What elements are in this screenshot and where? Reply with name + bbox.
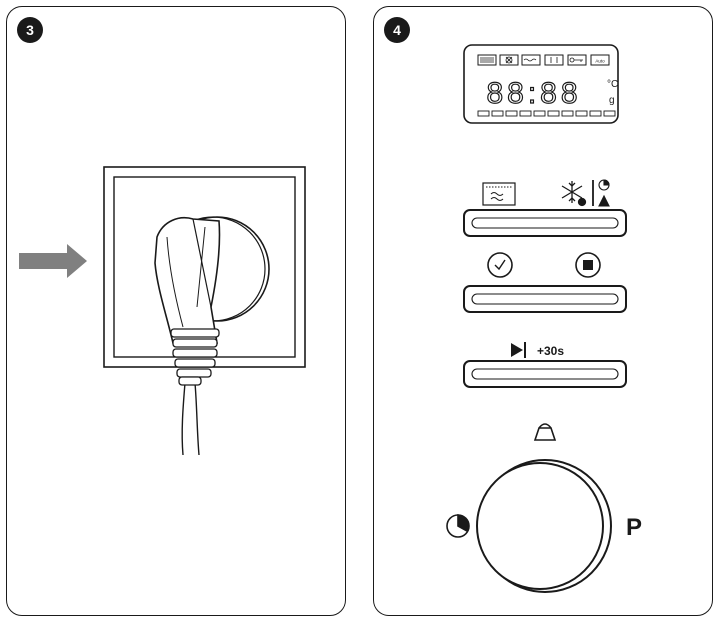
auto-icon <box>590 54 610 66</box>
stop-icon <box>575 252 601 278</box>
weight-icon <box>533 423 557 441</box>
program-label: P <box>626 514 642 541</box>
clock-icon <box>487 252 513 278</box>
plug-head <box>154 217 221 344</box>
timer-weight-icon <box>598 179 610 207</box>
display-unit-temp: °C <box>607 79 618 90</box>
timer-icon <box>446 514 470 538</box>
defrost-icon <box>561 180 594 207</box>
display-segment-row <box>477 110 616 117</box>
power-cable <box>181 382 200 456</box>
auto-text: Auto <box>595 59 605 64</box>
combi-icon <box>544 54 564 66</box>
step-4-panel: 4 Auto 88:88 °C g <box>373 6 713 616</box>
oven-mode-icon <box>482 182 516 206</box>
step-4-badge: 4 <box>384 17 410 43</box>
display-unit-weight: g <box>609 95 615 106</box>
plug-illustration <box>19 166 306 456</box>
quick-start-label: +30s <box>537 344 564 358</box>
display-digits: 88:88 <box>486 77 581 110</box>
plug-strain-relief <box>170 328 220 386</box>
step-3-badge: 3 <box>17 17 43 43</box>
step-3-panel: 3 <box>6 6 346 616</box>
control-panel-illustration: Auto 88:88 °C g <box>446 44 642 593</box>
insert-arrow-icon <box>19 244 87 278</box>
start-icon <box>511 342 526 358</box>
microwave-icon <box>521 54 541 66</box>
control-dial[interactable] <box>476 459 612 593</box>
